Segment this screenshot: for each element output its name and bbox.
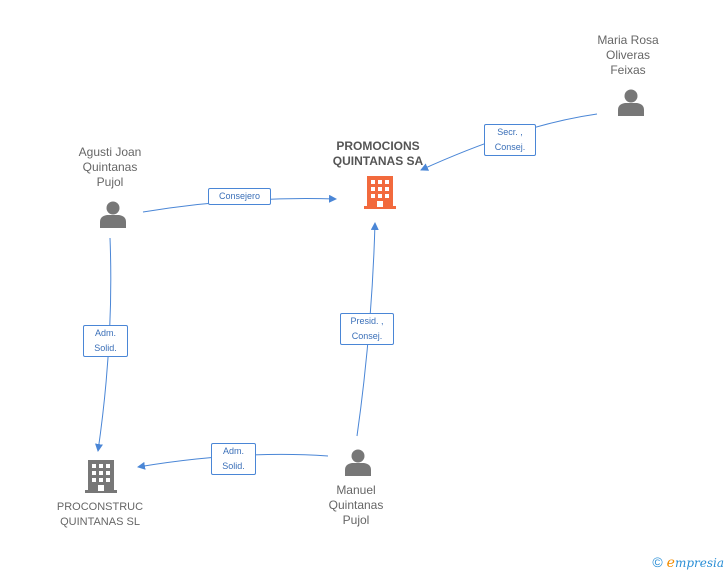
edge-label-line: Adm.	[222, 446, 244, 456]
label-line: PROMOCIONS	[336, 139, 420, 153]
label-line: Pujol	[342, 513, 370, 527]
label-line: Pujol	[96, 175, 124, 189]
label-line: Feixas	[610, 63, 646, 77]
node-label-proconstruc: PROCONSTRUC QUINTANAS SL	[44, 500, 156, 530]
node-label-manuel: Manuel Quintanas Pujol	[308, 483, 404, 528]
copyright-icon: ©	[652, 554, 663, 570]
node-label-agusti: Agusti Joan Quintanas Pujol	[62, 145, 158, 190]
label-line: Manuel	[336, 483, 376, 497]
edge-label-line: Presid. ,	[350, 316, 384, 326]
label-line: Oliveras	[605, 48, 650, 62]
person-icon[interactable]	[98, 199, 128, 229]
brand-name-first: e	[666, 555, 675, 571]
label-line: Quintanas	[328, 498, 384, 512]
label-line: Maria Rosa	[597, 33, 659, 47]
brand-logo: ©empresia	[652, 554, 724, 571]
label-line: QUINTANAS SL	[60, 516, 140, 528]
edge-label-line: Consej.	[351, 331, 383, 341]
edge-label-agusti-proconstruc[interactable]: Adm. Solid.	[83, 325, 128, 357]
label-line: Agusti Joan	[78, 145, 142, 159]
person-icon[interactable]	[343, 447, 373, 477]
edge-label-line: Consej.	[494, 142, 526, 152]
building-icon[interactable]	[84, 458, 118, 494]
label-line: QUINTANAS SA	[332, 154, 424, 168]
brand-name-rest: mpresia	[674, 556, 724, 570]
building-icon[interactable]	[363, 174, 397, 210]
edge-label-line: Solid.	[222, 461, 245, 471]
edge-label-manuel-proconstruc[interactable]: Adm. Solid.	[211, 443, 256, 475]
edge-label-maria-promocions[interactable]: Secr. , Consej.	[484, 124, 536, 156]
edge-label-line: Adm.	[94, 328, 116, 338]
label-line: PROCONSTRUC	[56, 501, 144, 513]
edge-label-line: Solid.	[94, 343, 117, 353]
person-icon[interactable]	[616, 87, 646, 117]
label-line: Quintanas	[82, 160, 138, 174]
node-label-promocions: PROMOCIONS QUINTANAS SA	[318, 139, 438, 169]
edge-label-agusti-promocions[interactable]: Consejero	[208, 188, 271, 205]
edge-label-line: Consejero	[218, 191, 261, 201]
edge-label-line: Secr. ,	[497, 127, 523, 137]
edge-label-manuel-promocions[interactable]: Presid. , Consej.	[340, 313, 394, 345]
node-label-maria: Maria Rosa Oliveras Feixas	[580, 33, 676, 78]
